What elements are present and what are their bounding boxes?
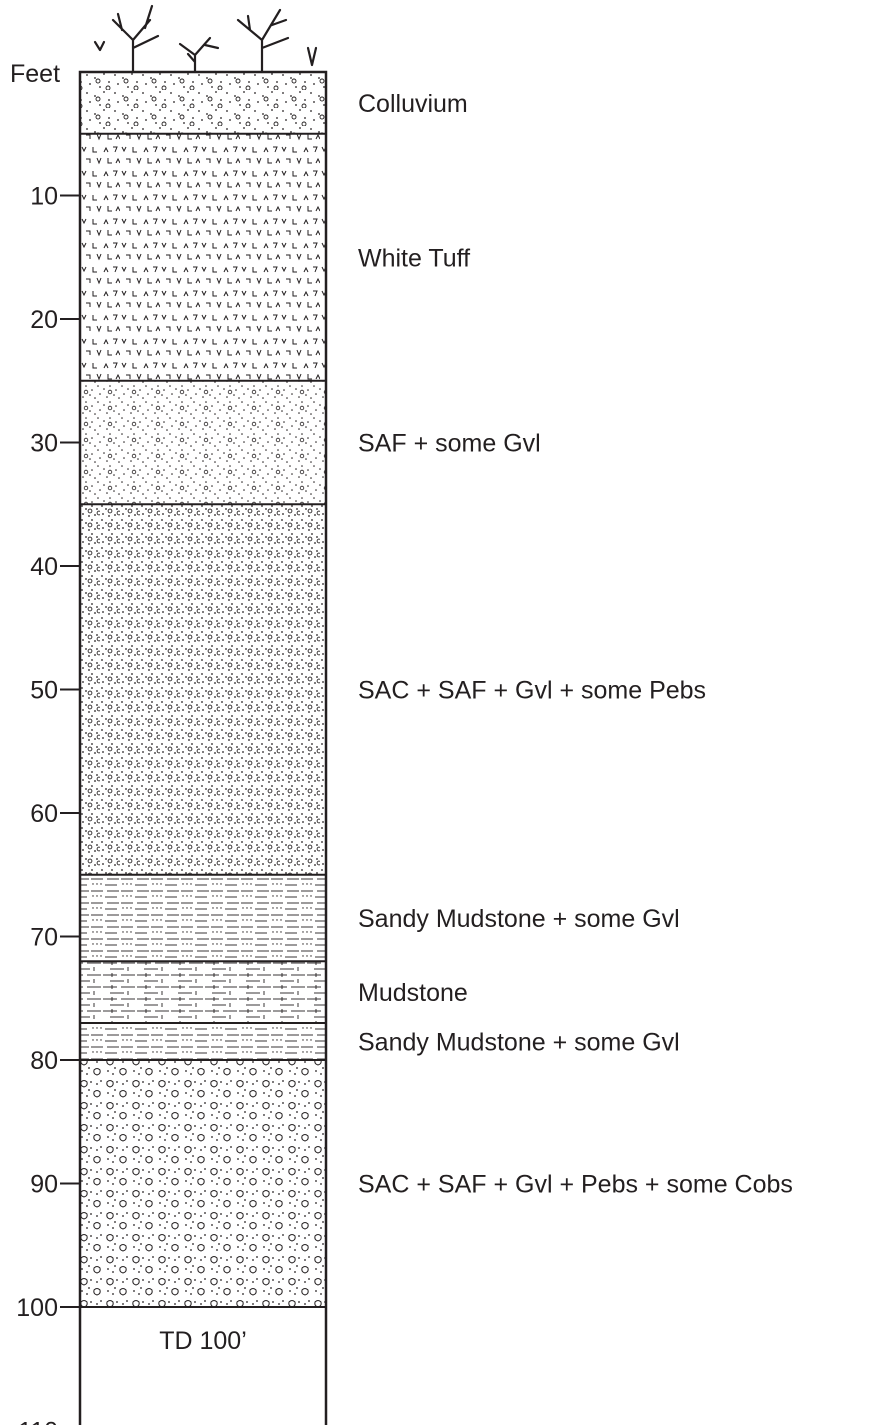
depth-tick-label: 90 [30, 1171, 58, 1199]
layer-label: SAC + SAF + Gvl + Pebs + some Cobs [358, 1171, 793, 1199]
layer-cobbles [80, 1060, 326, 1307]
depth-tick-label: 110 [18, 1418, 58, 1425]
depth-tick-label: 30 [30, 430, 58, 458]
depth-tick-label: 50 [30, 677, 58, 705]
depth-unit-label: Feet [10, 60, 60, 88]
grass-tufts-icon [93, 4, 318, 74]
layer-tuff [80, 133, 326, 381]
depth-tick-label: 70 [30, 924, 58, 952]
layer-sand-fine-gravel [80, 380, 326, 505]
layer-sandy-mudstone [80, 874, 326, 962]
layer-label: Mudstone [358, 979, 468, 1007]
depth-axis: 10 20 30 40 50 60 70 80 90 100 110 [16, 183, 80, 1425]
depth-tick-label: 40 [30, 553, 58, 581]
depth-tick-label: 20 [30, 306, 58, 334]
depth-tick-label: 100 [16, 1294, 58, 1322]
layer-label: Sandy Mudstone + some Gvl [358, 1028, 680, 1056]
layer-label: Colluvium [358, 90, 468, 118]
depth-tick-label: 10 [30, 183, 58, 211]
layer-label: SAC + SAF + Gvl + some Pebs [358, 677, 706, 705]
depth-tick-label: 60 [30, 800, 58, 828]
column-outline [78, 70, 328, 1425]
layer-label: SAF + some Gvl [358, 430, 541, 458]
layer-label: Sandy Mudstone + some Gvl [358, 905, 680, 933]
layer-sand-coarse-gravel [80, 504, 326, 875]
layer-label: White Tuff [358, 244, 470, 272]
layer-sandy-mudstone [80, 1022, 326, 1060]
lithology-layers [78, 70, 328, 1425]
total-depth-label: TD 100’ [159, 1327, 247, 1355]
depth-tick-label: 80 [30, 1047, 58, 1075]
layer-colluvium [80, 72, 326, 134]
layer-mudstone [80, 961, 326, 1023]
